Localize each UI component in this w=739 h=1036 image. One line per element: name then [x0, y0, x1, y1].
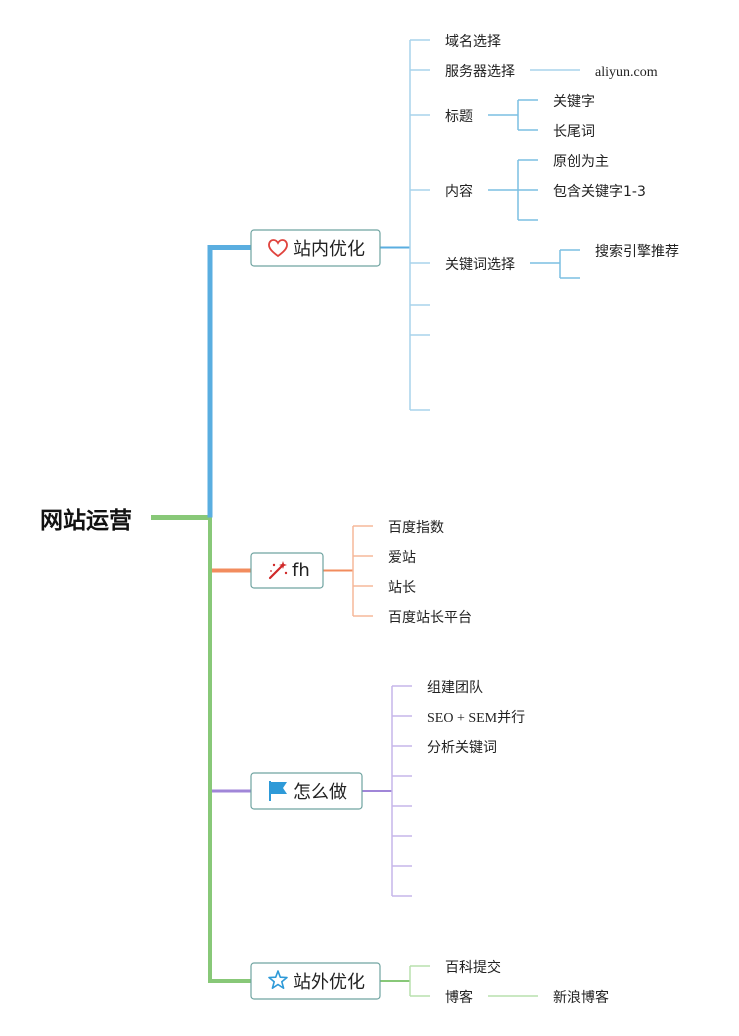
magic-wand-icon [268, 561, 288, 580]
branch-offsite: 站外优化 百科提交 博客 新浪博客 [250, 959, 609, 1006]
tool-item[interactable]: 爱站 [388, 550, 416, 566]
howto-item[interactable]: SEO + SEM并行 [427, 710, 525, 726]
branch-tools: fh 百度指数 爱站 站长 百度站长平台 [250, 520, 472, 626]
node-title-kw[interactable]: 关键字 [553, 94, 595, 110]
trunk-tools [208, 517, 251, 573]
node-title[interactable]: 标题 [445, 109, 473, 125]
branch-box-offsite[interactable] [250, 962, 381, 1000]
node-title-longtail[interactable]: 长尾词 [553, 124, 595, 140]
trunk-onsite [207, 245, 251, 518]
branch-box-onsite[interactable] [250, 229, 381, 267]
node-blog[interactable]: 博客 [445, 989, 473, 1006]
node-keyword[interactable]: 关键词选择 [445, 257, 515, 273]
branch-label-onsite: 站内优化 [293, 239, 365, 260]
trunk-lines [151, 245, 251, 983]
node-content[interactable]: 内容 [445, 183, 473, 200]
root-topic[interactable]: 网站运营 [40, 508, 132, 534]
tool-item[interactable]: 百度站长平台 [388, 610, 472, 626]
tool-item[interactable]: 站长 [388, 580, 416, 596]
node-blog-sub[interactable]: 新浪博客 [553, 989, 609, 1006]
trunk-howto [208, 517, 251, 793]
branch-label-howto: 怎么做 [293, 782, 347, 803]
node-content-original[interactable]: 原创为主 [553, 154, 609, 170]
trunk-offsite [208, 517, 251, 983]
node-domain[interactable]: 域名选择 [445, 34, 501, 50]
heart-icon [268, 239, 288, 258]
howto-item[interactable]: 组建团队 [427, 680, 483, 696]
tool-item[interactable]: 百度指数 [388, 520, 444, 536]
node-keyword-sub[interactable]: 搜索引擎推荐 [595, 243, 679, 260]
node-server-sub[interactable]: aliyun.com [595, 65, 658, 80]
branch-howto: 怎么做 组建团队 SEO + SEM并行 分析关键词 [250, 680, 525, 897]
branch-label-tools: fh [292, 560, 310, 581]
flag-icon [269, 781, 287, 801]
node-content-kw[interactable]: 包含关键字1-3 [553, 184, 646, 200]
node-baike[interactable]: 百科提交 [445, 959, 501, 976]
branch-label-offsite: 站外优化 [293, 972, 365, 993]
branch-box-tools[interactable] [250, 552, 324, 589]
branch-onsite: 站内优化 域名选择 服务器选择 aliyun.com 标题 关键字 长尾词 内容… [250, 34, 679, 411]
star-icon [268, 970, 288, 989]
node-server[interactable]: 服务器选择 [445, 64, 515, 80]
howto-item[interactable]: 分析关键词 [427, 740, 497, 756]
